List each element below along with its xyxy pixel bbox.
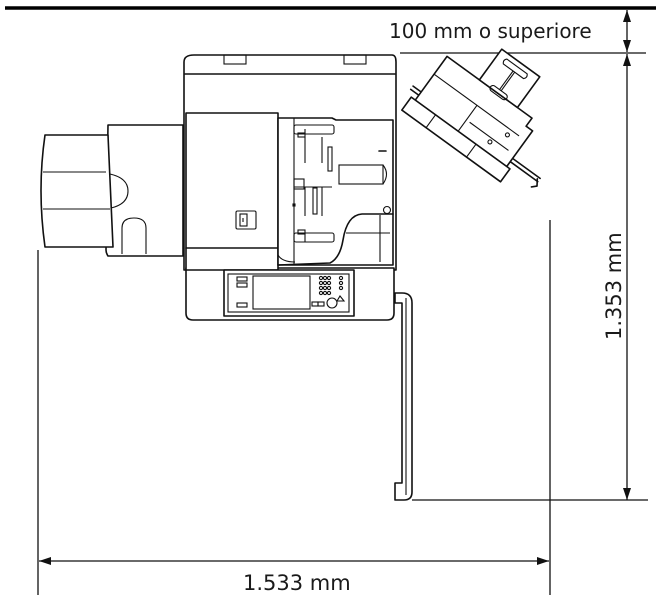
arrow-left-icon <box>39 557 51 565</box>
keypad <box>318 275 344 296</box>
start-button <box>326 297 338 309</box>
depth-dimension <box>412 54 648 501</box>
arrow-up-icon <box>623 10 631 22</box>
wall-clearance-label: 100 mm o superiore <box>389 19 592 43</box>
arrow-right-icon <box>537 557 549 565</box>
width-label: 1.533 mm <box>243 571 351 595</box>
arrow-down-icon <box>623 488 631 500</box>
inner-finisher-tray <box>277 117 394 266</box>
control-panel <box>223 269 355 317</box>
width-dimension <box>37 220 551 595</box>
front-handle-rail <box>394 292 413 501</box>
touch-screen <box>252 275 311 310</box>
arrow-up-icon <box>623 54 631 66</box>
arrow-down-icon <box>623 40 631 52</box>
depth-label: 1.353 mm <box>602 232 626 340</box>
document-feeder <box>185 112 279 271</box>
right-side-finisher <box>401 48 541 188</box>
wall-clearance-dimension <box>623 10 631 52</box>
left-paper-deck <box>40 124 184 257</box>
